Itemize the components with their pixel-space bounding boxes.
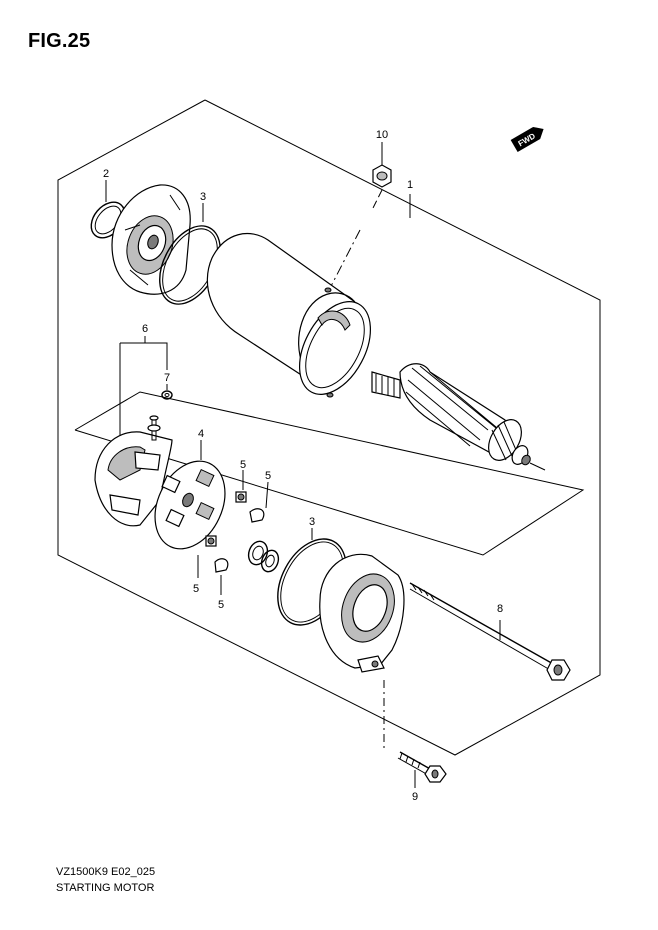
brush-assembly-frame	[74, 391, 585, 556]
nut-part-10	[327, 142, 392, 293]
callout-2: 2	[103, 168, 109, 180]
leader-part-6	[119, 336, 168, 445]
assembly-frame	[57, 99, 601, 756]
callout-5-b: 5	[265, 470, 271, 482]
brush-parts-5	[197, 470, 269, 595]
thrust-washers	[247, 540, 280, 573]
washer-part-7	[161, 384, 173, 400]
rear-housing	[319, 553, 405, 673]
brush-holder-plate	[94, 415, 173, 527]
callout-10: 10	[376, 129, 388, 141]
callout-3-upper: 3	[200, 191, 206, 203]
through-bolt-part-8	[409, 582, 571, 681]
callout-3-lower: 3	[309, 516, 315, 528]
fwd-arrow-icon: FWD	[510, 126, 544, 153]
motor-case-yoke	[206, 232, 371, 398]
callout-5-c: 5	[193, 583, 199, 595]
armature	[371, 363, 546, 471]
callout-4: 4	[198, 428, 204, 440]
figure-title: FIG.25	[28, 30, 91, 52]
callout-9: 9	[412, 791, 418, 803]
figure-name: STARTING MOTOR	[56, 882, 155, 894]
callout-8: 8	[497, 603, 503, 615]
callout-5-d: 5	[218, 599, 224, 611]
model-code: VZ1500K9 E02_025	[56, 866, 156, 878]
callout-7: 7	[164, 372, 170, 384]
front-housing	[111, 184, 191, 295]
callout-5-a: 5	[240, 459, 246, 471]
callout-6: 6	[142, 323, 148, 335]
callout-1: 1	[407, 179, 413, 191]
brush-plate-part-4	[154, 440, 226, 550]
bolt-part-9	[383, 680, 447, 788]
